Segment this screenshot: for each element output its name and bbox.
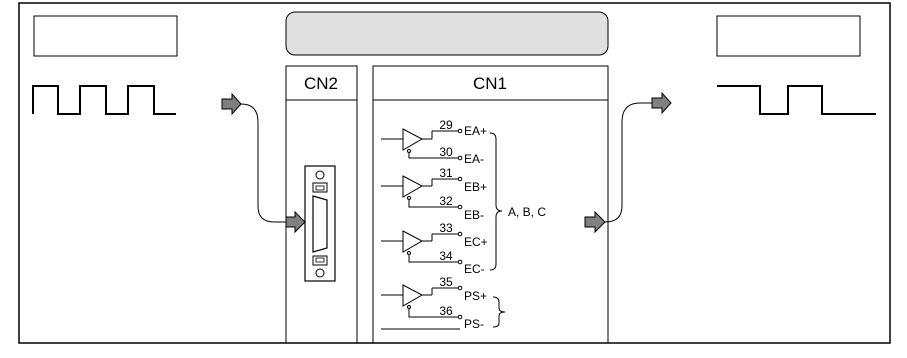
signal-ea-plus: EA+ [464, 124, 487, 138]
cn2-label: CN2 [304, 74, 338, 93]
signal-ec-minus: EC- [464, 262, 485, 276]
output-signal-wire [604, 102, 652, 223]
input-arrow-top-icon [221, 92, 242, 116]
signal-ps-plus: PS+ [464, 289, 487, 303]
output-pulse-waveform [717, 85, 876, 115]
dsub-connector-icon [304, 165, 336, 282]
pin-number-36: 36 [439, 304, 453, 318]
input-arrow-bottom-icon [285, 210, 306, 234]
signal-eb-plus: EB+ [464, 180, 487, 194]
input-device-box [33, 15, 178, 57]
input-signal-wire [240, 103, 286, 223]
output-arrow-right-icon [651, 91, 672, 115]
output-device-box [716, 15, 861, 57]
signal-eb-minus: EB- [464, 208, 484, 222]
ps-group-brace [492, 296, 506, 328]
cn1-panel: CN1 [372, 65, 609, 344]
pin-number-30: 30 [439, 145, 453, 159]
pin-number-29: 29 [439, 118, 453, 132]
abc-group-label: A, B, C [508, 205, 546, 219]
cn1-label: CN1 [473, 74, 507, 93]
abc-group-brace [489, 132, 503, 271]
signal-ea-minus: EA- [464, 152, 484, 166]
drive-title-box [285, 11, 609, 56]
line-driver-ea [381, 128, 463, 161]
pin-number-31: 31 [439, 166, 453, 180]
line-driver-ps [381, 284, 463, 320]
pin-number-35: 35 [439, 275, 453, 289]
output-arrow-left-icon [584, 210, 606, 234]
pin-number-33: 33 [439, 221, 453, 235]
line-driver-eb [381, 175, 463, 210]
cn2-panel: CN2 [285, 65, 358, 344]
signal-ps-minus: PS- [464, 317, 484, 331]
line-driver-ec [381, 230, 463, 265]
pin-number-34: 34 [439, 249, 453, 263]
input-pulse-waveform [32, 85, 176, 115]
pin-number-32: 32 [439, 194, 453, 208]
signal-ec-plus: EC+ [464, 235, 488, 249]
